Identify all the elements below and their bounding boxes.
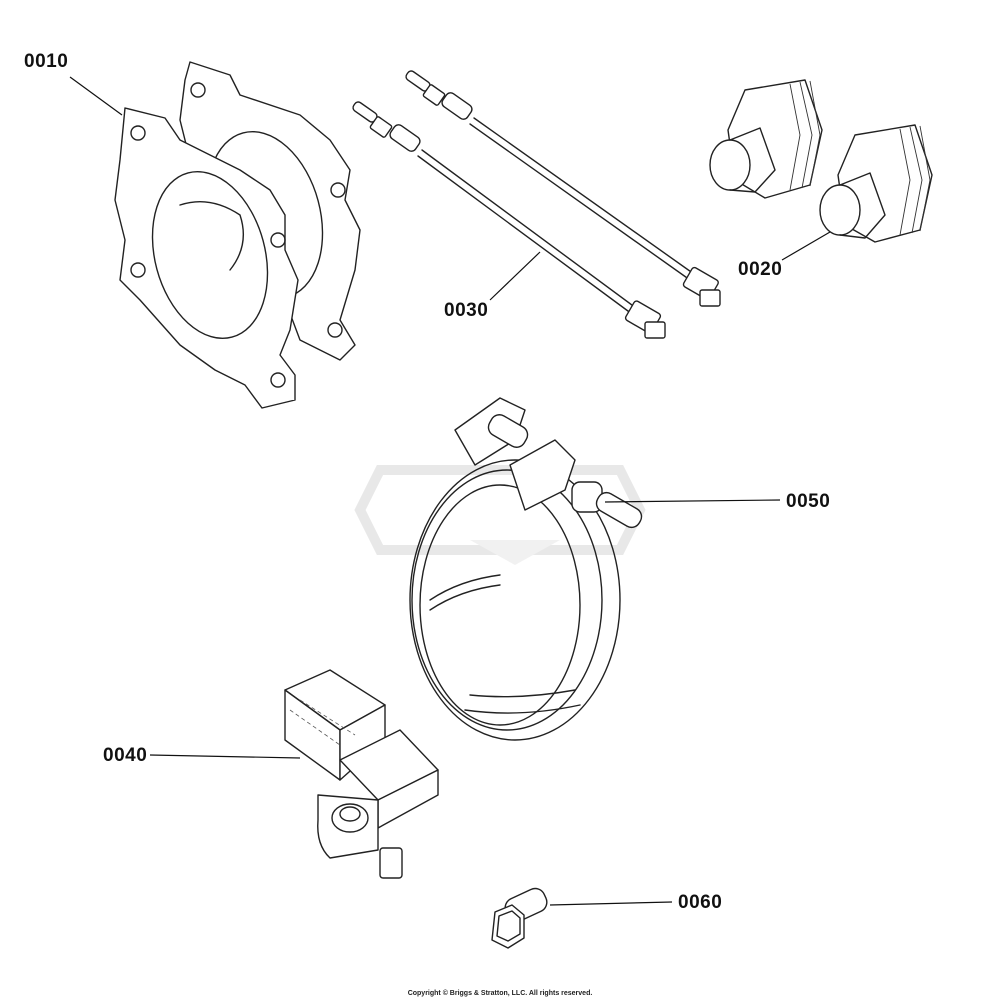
fitting-right	[819, 124, 933, 243]
watermark-logo	[354, 465, 646, 565]
copyright-notice: Copyright © Briggs & Stratton, LLC. All …	[407, 990, 593, 997]
callout-0040: 0040	[103, 745, 148, 766]
leader-0050	[604, 499, 781, 503]
pressure-sensor	[284, 669, 439, 879]
gasket-front	[114, 107, 299, 409]
callout-0020: 0020	[738, 259, 783, 280]
callout-0050: 0050	[786, 491, 831, 512]
callout-0030: 0030	[444, 300, 489, 321]
flange-bolt	[491, 887, 548, 949]
fitting-left	[709, 79, 823, 199]
sensor-probe-upper	[405, 70, 721, 307]
leader-0030	[489, 251, 541, 301]
leader-0010	[69, 76, 123, 116]
callout-0010: 0010	[24, 51, 69, 72]
leader-0020	[781, 231, 831, 261]
sensor-probe-lower	[352, 101, 666, 339]
v-band-clamp	[409, 397, 643, 741]
leader-0060	[549, 901, 673, 906]
callout-0060: 0060	[678, 892, 723, 913]
leader-0040	[149, 754, 301, 759]
